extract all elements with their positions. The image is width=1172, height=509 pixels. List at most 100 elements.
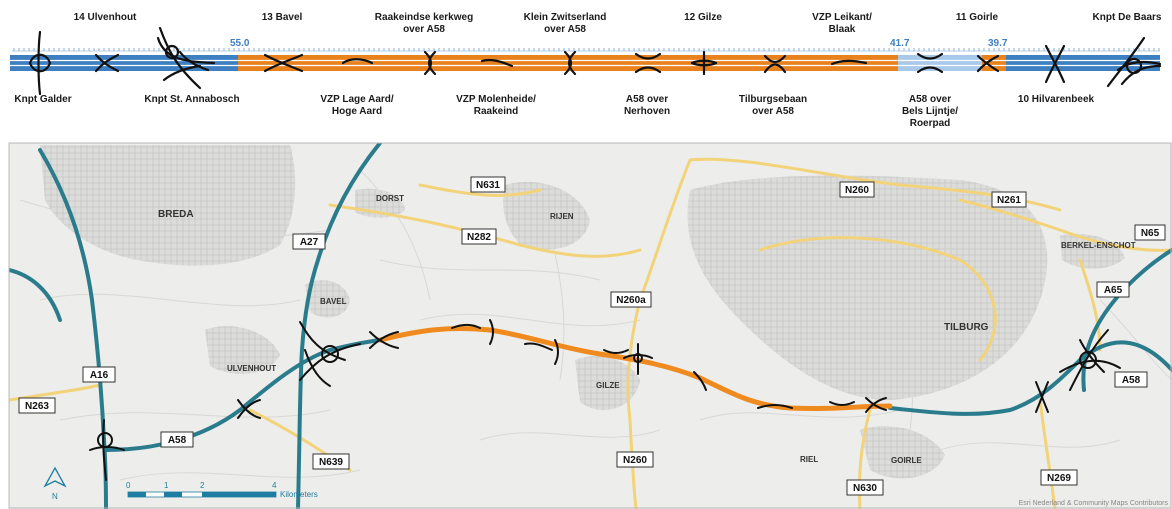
- shield-n260-top: N260: [839, 181, 875, 198]
- shield-n630: N630: [846, 479, 884, 496]
- vzp-leikant-icon: [830, 59, 868, 66]
- strip-light-blue-segment: [898, 55, 1006, 71]
- map-overpass-klein-icon: [554, 339, 559, 365]
- map-overpass-raakeindse-icon: [489, 319, 494, 345]
- strip-symbols: [28, 26, 1162, 96]
- label-bels-2: Bels Lijntje/: [902, 106, 958, 117]
- label-klein-2: over A58: [544, 24, 586, 35]
- label-lageaard-2: Hoge Aard: [332, 106, 382, 117]
- bavel-urban: [305, 280, 350, 318]
- map-exit-goirle-icon: [865, 397, 887, 413]
- urban-areas: [40, 145, 1125, 479]
- svg-text:N261: N261: [997, 195, 1021, 206]
- n269-road: [1038, 398, 1057, 509]
- n630-road: [857, 408, 872, 509]
- overpass-tilburgsebaan-icon: [763, 54, 787, 74]
- shield-n261: N261: [991, 191, 1027, 208]
- a27-motorway: [296, 143, 382, 509]
- label-molenheide-1: VZP Molenheide/: [456, 94, 536, 105]
- n261-road: [958, 198, 1172, 252]
- label-leikant-2: Blaak: [829, 24, 856, 35]
- tilburg-ring: [758, 236, 997, 362]
- svg-text:N639: N639: [319, 457, 343, 468]
- label-bels-1: A58 over: [909, 94, 951, 105]
- shield-n263: N263: [18, 397, 56, 414]
- town-dorst: DORST: [376, 194, 404, 203]
- knpt-annabosch-icon: [156, 26, 216, 90]
- label-raakeindse-1: Raakeindse kerkweg: [375, 12, 473, 23]
- svg-text:2: 2: [200, 481, 205, 490]
- label-bels-3: Roerpad: [910, 118, 951, 129]
- svg-text:N269: N269: [1047, 473, 1071, 484]
- goirle-urban: [860, 426, 945, 479]
- shield-n260a: N260a: [610, 291, 652, 308]
- city-tilburg: TILBURG: [944, 322, 989, 333]
- shield-n282: N282: [461, 228, 497, 245]
- label-debaars: Knpt De Baars: [1093, 12, 1162, 23]
- label-ulvenhout: 14 Ulvenhout: [74, 12, 137, 23]
- label-goirle: 11 Goirle: [956, 12, 999, 23]
- km-ticks: [12, 48, 1160, 52]
- exit-gilze-icon: [690, 50, 718, 76]
- north-arrow-icon: N: [43, 466, 67, 501]
- label-tilburgsebaan-2: over A58: [752, 106, 794, 117]
- label-annabosch: Knpt St. Annabosch: [144, 94, 239, 105]
- town-rijen: RIJEN: [550, 212, 574, 221]
- label-tilburgsebaan-1: Tilburgsebaan: [739, 94, 807, 105]
- km-end: 39.7: [988, 38, 1008, 49]
- berkel-urban: [1060, 233, 1125, 269]
- vzp-molenheide-icon: [480, 58, 514, 68]
- exit-bavel-icon: [263, 53, 304, 73]
- shield-n269: N269: [1040, 469, 1078, 486]
- km-start: 55.0: [230, 38, 250, 49]
- strip-diagram: 55.0 41.7 39.7 14 Ulvenhout 13 Bavel Raa…: [10, 12, 1162, 129]
- svg-text:N260a: N260a: [616, 295, 646, 306]
- svg-text:N631: N631: [476, 180, 500, 191]
- map-panel[interactable]: BREDA TILBURG DORST RIJEN BAVEL ULVENHOU…: [9, 143, 1172, 509]
- label-nerhoven-2: Nerhoven: [624, 106, 670, 117]
- knpt-galder-icon: [28, 30, 52, 96]
- svg-text:A27: A27: [300, 237, 319, 248]
- a16-north-branch: [9, 268, 62, 322]
- map-exit-bavel-icon: [369, 331, 399, 349]
- town-riel: RIEL: [800, 455, 818, 464]
- shield-n65: N65: [1134, 224, 1166, 241]
- svg-text:A58: A58: [1122, 375, 1141, 386]
- svg-text:Kilometers: Kilometers: [280, 490, 318, 499]
- shield-n639: N639: [312, 453, 350, 470]
- bridge-bels-lijntje-icon: [916, 52, 944, 74]
- label-lageaard-1: VZP Lage Aard/: [320, 94, 394, 105]
- secondary-roads: [9, 157, 1172, 509]
- breda-urban: [40, 145, 296, 266]
- label-nerhoven-1: A58 over: [626, 94, 668, 105]
- label-raakeindse-2: over A58: [403, 24, 445, 35]
- svg-text:N263: N263: [25, 401, 49, 412]
- shield-n260-bottom: N260: [616, 451, 654, 468]
- shield-a58-left: A58: [160, 431, 194, 448]
- shield-a65: A65: [1096, 281, 1130, 298]
- bridge-nerhoven-icon: [634, 52, 662, 74]
- map-knpt-annabosch-icon: [299, 321, 361, 387]
- label-hilvarenbeek: 10 Hilvarenbeek: [1018, 94, 1095, 105]
- strip-project-orange-2: [982, 55, 1006, 71]
- overpass-klein-zwitserland-icon: [563, 50, 577, 76]
- map-overpass-tilburgsebaan-icon: [693, 371, 707, 391]
- map-exit-ulvenhout-icon: [237, 399, 261, 419]
- overpass-raakeindse-icon: [423, 50, 437, 76]
- svg-text:A16: A16: [90, 370, 109, 381]
- scale-bar: 0 1 2 4 Kilometers: [126, 481, 318, 499]
- gilze-urban: [575, 356, 640, 411]
- map-junctions: [89, 319, 1121, 481]
- knpt-de-baars-icon: [1106, 36, 1162, 88]
- svg-text:4: 4: [272, 481, 277, 490]
- shield-n631: N631: [470, 176, 506, 193]
- svg-text:N282: N282: [467, 232, 491, 243]
- svg-text:N65: N65: [1141, 228, 1160, 239]
- city-breda: BREDA: [158, 209, 194, 220]
- shield-a27: A27: [292, 233, 326, 250]
- a65-motorway: [1081, 248, 1172, 392]
- km-mid: 41.7: [890, 38, 910, 49]
- vzp-lage-aard-icon: [341, 58, 374, 65]
- map-knpt-de-baars-icon: [1059, 329, 1121, 391]
